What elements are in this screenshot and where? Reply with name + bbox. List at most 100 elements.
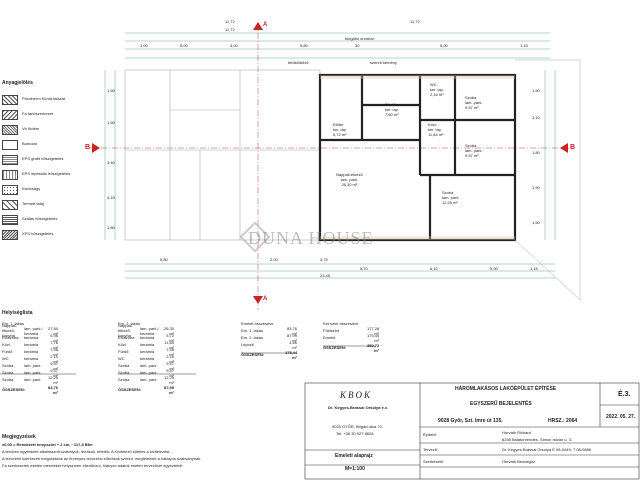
bottom-total: 23,45 — [320, 273, 331, 278]
table-cell: 4,66 m² — [289, 339, 297, 350]
sheet-date: 2022. 05. 27. — [606, 414, 636, 420]
legend-item: Burkolat — [2, 140, 72, 152]
room-label-hall: Előtér ker. lap. 5,72 m² — [333, 122, 347, 137]
left-dim-3: 4,10 — [107, 195, 115, 200]
bottom-seg-4: 6,10 — [430, 266, 438, 271]
table-cell: 83,76 m² — [286, 325, 297, 336]
table-total-row: ÖSSZESEN:352,72 m² — [323, 343, 379, 353]
room-label-wc: WC ker. lap. 2,16 m² — [430, 82, 444, 97]
table-cell: WC — [2, 356, 9, 361]
top-seg-1: 5,00 — [180, 43, 188, 48]
table-cell: lam. park — [140, 370, 157, 375]
room-floor: lam. park. — [465, 100, 483, 105]
right-dim-3: 1,90 — [532, 185, 540, 190]
room-area: 7,60 m² — [385, 112, 399, 117]
room-area: 9,57 m² — [465, 105, 479, 110]
table-cell: 7,58 m² — [166, 346, 174, 357]
designer-label: Tervező: — [423, 447, 439, 452]
table-cell: kerámia — [24, 349, 39, 354]
room-area: 26,30 m² — [341, 182, 358, 187]
table-cell: lam. park — [140, 377, 157, 382]
room-floor: ker. lap. — [385, 107, 400, 112]
table-cell: 177,28 m² — [367, 325, 380, 336]
table-cell: Em. 2. lakás — [241, 335, 264, 340]
table-cell: 2,16 m² — [166, 353, 174, 364]
legend-item: EPS lépésálló hőszigetelés — [2, 170, 72, 182]
table-cell: Előszoba — [2, 335, 19, 340]
right-dim-1: 3,10 — [532, 115, 540, 120]
room-name: Szoba — [465, 143, 477, 148]
table-cell: Szoba — [2, 377, 14, 382]
table-cell: kerámia — [140, 342, 155, 347]
room-label-bed2: Szoba lam. park. 9,57 m² — [465, 143, 483, 158]
top-seg-3: 5,80 — [300, 43, 308, 48]
table-cell: 7,58 m² — [50, 346, 58, 357]
project-address: 9028 Győr, Szt. Imre út 135. — [438, 418, 503, 424]
firm-name: Dr. Kegyes-Brassai Orsolya e.v. — [328, 405, 388, 410]
table-header: Emelet összesítve — [241, 321, 274, 326]
table-cell: Fürdő — [2, 349, 13, 354]
table-total-row: ÖSSZESEN:175,44 m² — [241, 350, 297, 360]
table-header: Em. 1. lakás — [2, 321, 25, 326]
section-marker-bottom: A — [263, 296, 268, 302]
table-row: Közl. kerámia 11,84 m² — [118, 339, 174, 350]
room-area: 9,57 m² — [465, 153, 479, 158]
sheet-number: É.3. — [618, 391, 631, 398]
room-area: 5,72 m² — [333, 132, 347, 137]
top-seg-5: 5,00 — [440, 43, 448, 48]
table-cell: kerámia — [140, 349, 155, 354]
top-seg-4: 30 — [355, 43, 360, 48]
legend-item: Kavicságy — [2, 185, 72, 197]
room-label-bed1: Szoba lam. park. 9,57 m² — [465, 95, 483, 110]
legend-item: Vb födém — [2, 125, 72, 137]
notes-line-1: ±0,00 = Rendezett terepszint + 2 cm, ~11… — [2, 442, 93, 447]
room-name: Nappali-étkező — [336, 172, 363, 177]
table-row: Em. 1. lakás 83,76 m² — [241, 325, 297, 336]
top-total-dimension: 11,72 — [225, 19, 235, 24]
right-dim-2: 1,80 — [532, 150, 540, 155]
table-cell: Em. 1. lakás — [241, 328, 264, 333]
table-cell: Földszint — [323, 328, 340, 333]
table-cell: lam. park — [24, 370, 41, 375]
table-cell: 5,72 m² — [166, 332, 174, 343]
legend-title: Anyagjelölés — [2, 80, 33, 86]
table-total-label: ÖSSZESEN: — [241, 352, 265, 357]
room-label-bath: Fürdő ker. lap. 7,60 m² — [385, 102, 399, 117]
bottom-seg-5: 5,00 — [490, 266, 498, 271]
room-name: Szoba — [465, 95, 477, 100]
table-cell: 9,57 m² — [166, 360, 174, 371]
legend-item: Szálas hőszigetelés — [2, 215, 72, 227]
room-area: 2,16 m² — [430, 92, 444, 97]
legend-item: EPS grafit hőszigetelés — [2, 155, 72, 167]
firm-address: 9025 GYŐR, Brigád utca 70. — [332, 424, 383, 429]
legend-label: Vb födém — [22, 126, 40, 131]
left-dim-1: 1,50 — [107, 120, 115, 125]
table-cell: 6,96 m² — [50, 332, 58, 343]
table-total-label: ÖSSZESEN: — [323, 345, 347, 350]
table-cell: 27,80 m² — [47, 325, 58, 336]
project-subtitle: EGYSZERŰ BEJELENTÉS — [470, 401, 532, 407]
table-cell: 9,57 m² — [166, 367, 174, 378]
table-cell: Szoba — [118, 370, 130, 375]
table-cell: Közl. — [118, 342, 127, 347]
legend-label: EPS lépésálló hőszigetelés — [22, 171, 71, 176]
table-cell: Szoba — [118, 363, 130, 368]
table-cell: 175,44 m² — [367, 332, 380, 343]
legend-item: Fa tartószerkezet — [2, 110, 72, 122]
designer-name: Dr. Kegyes-Brassai Orsolya É 08-0449; T … — [502, 447, 592, 452]
window-label: tetőkiőbűvő — [288, 60, 309, 65]
room-area: 12,25 m² — [442, 200, 458, 205]
drawing-scale: M=1:100 — [345, 466, 365, 472]
table-cell: 11,84 m² — [164, 339, 174, 350]
notes-line-4: Fa szerkezetek esetén méreteket helyszín… — [2, 463, 183, 468]
bottom-seg-3: 5,70 — [360, 266, 368, 271]
table-total-value: 83,76 m² — [47, 384, 58, 395]
